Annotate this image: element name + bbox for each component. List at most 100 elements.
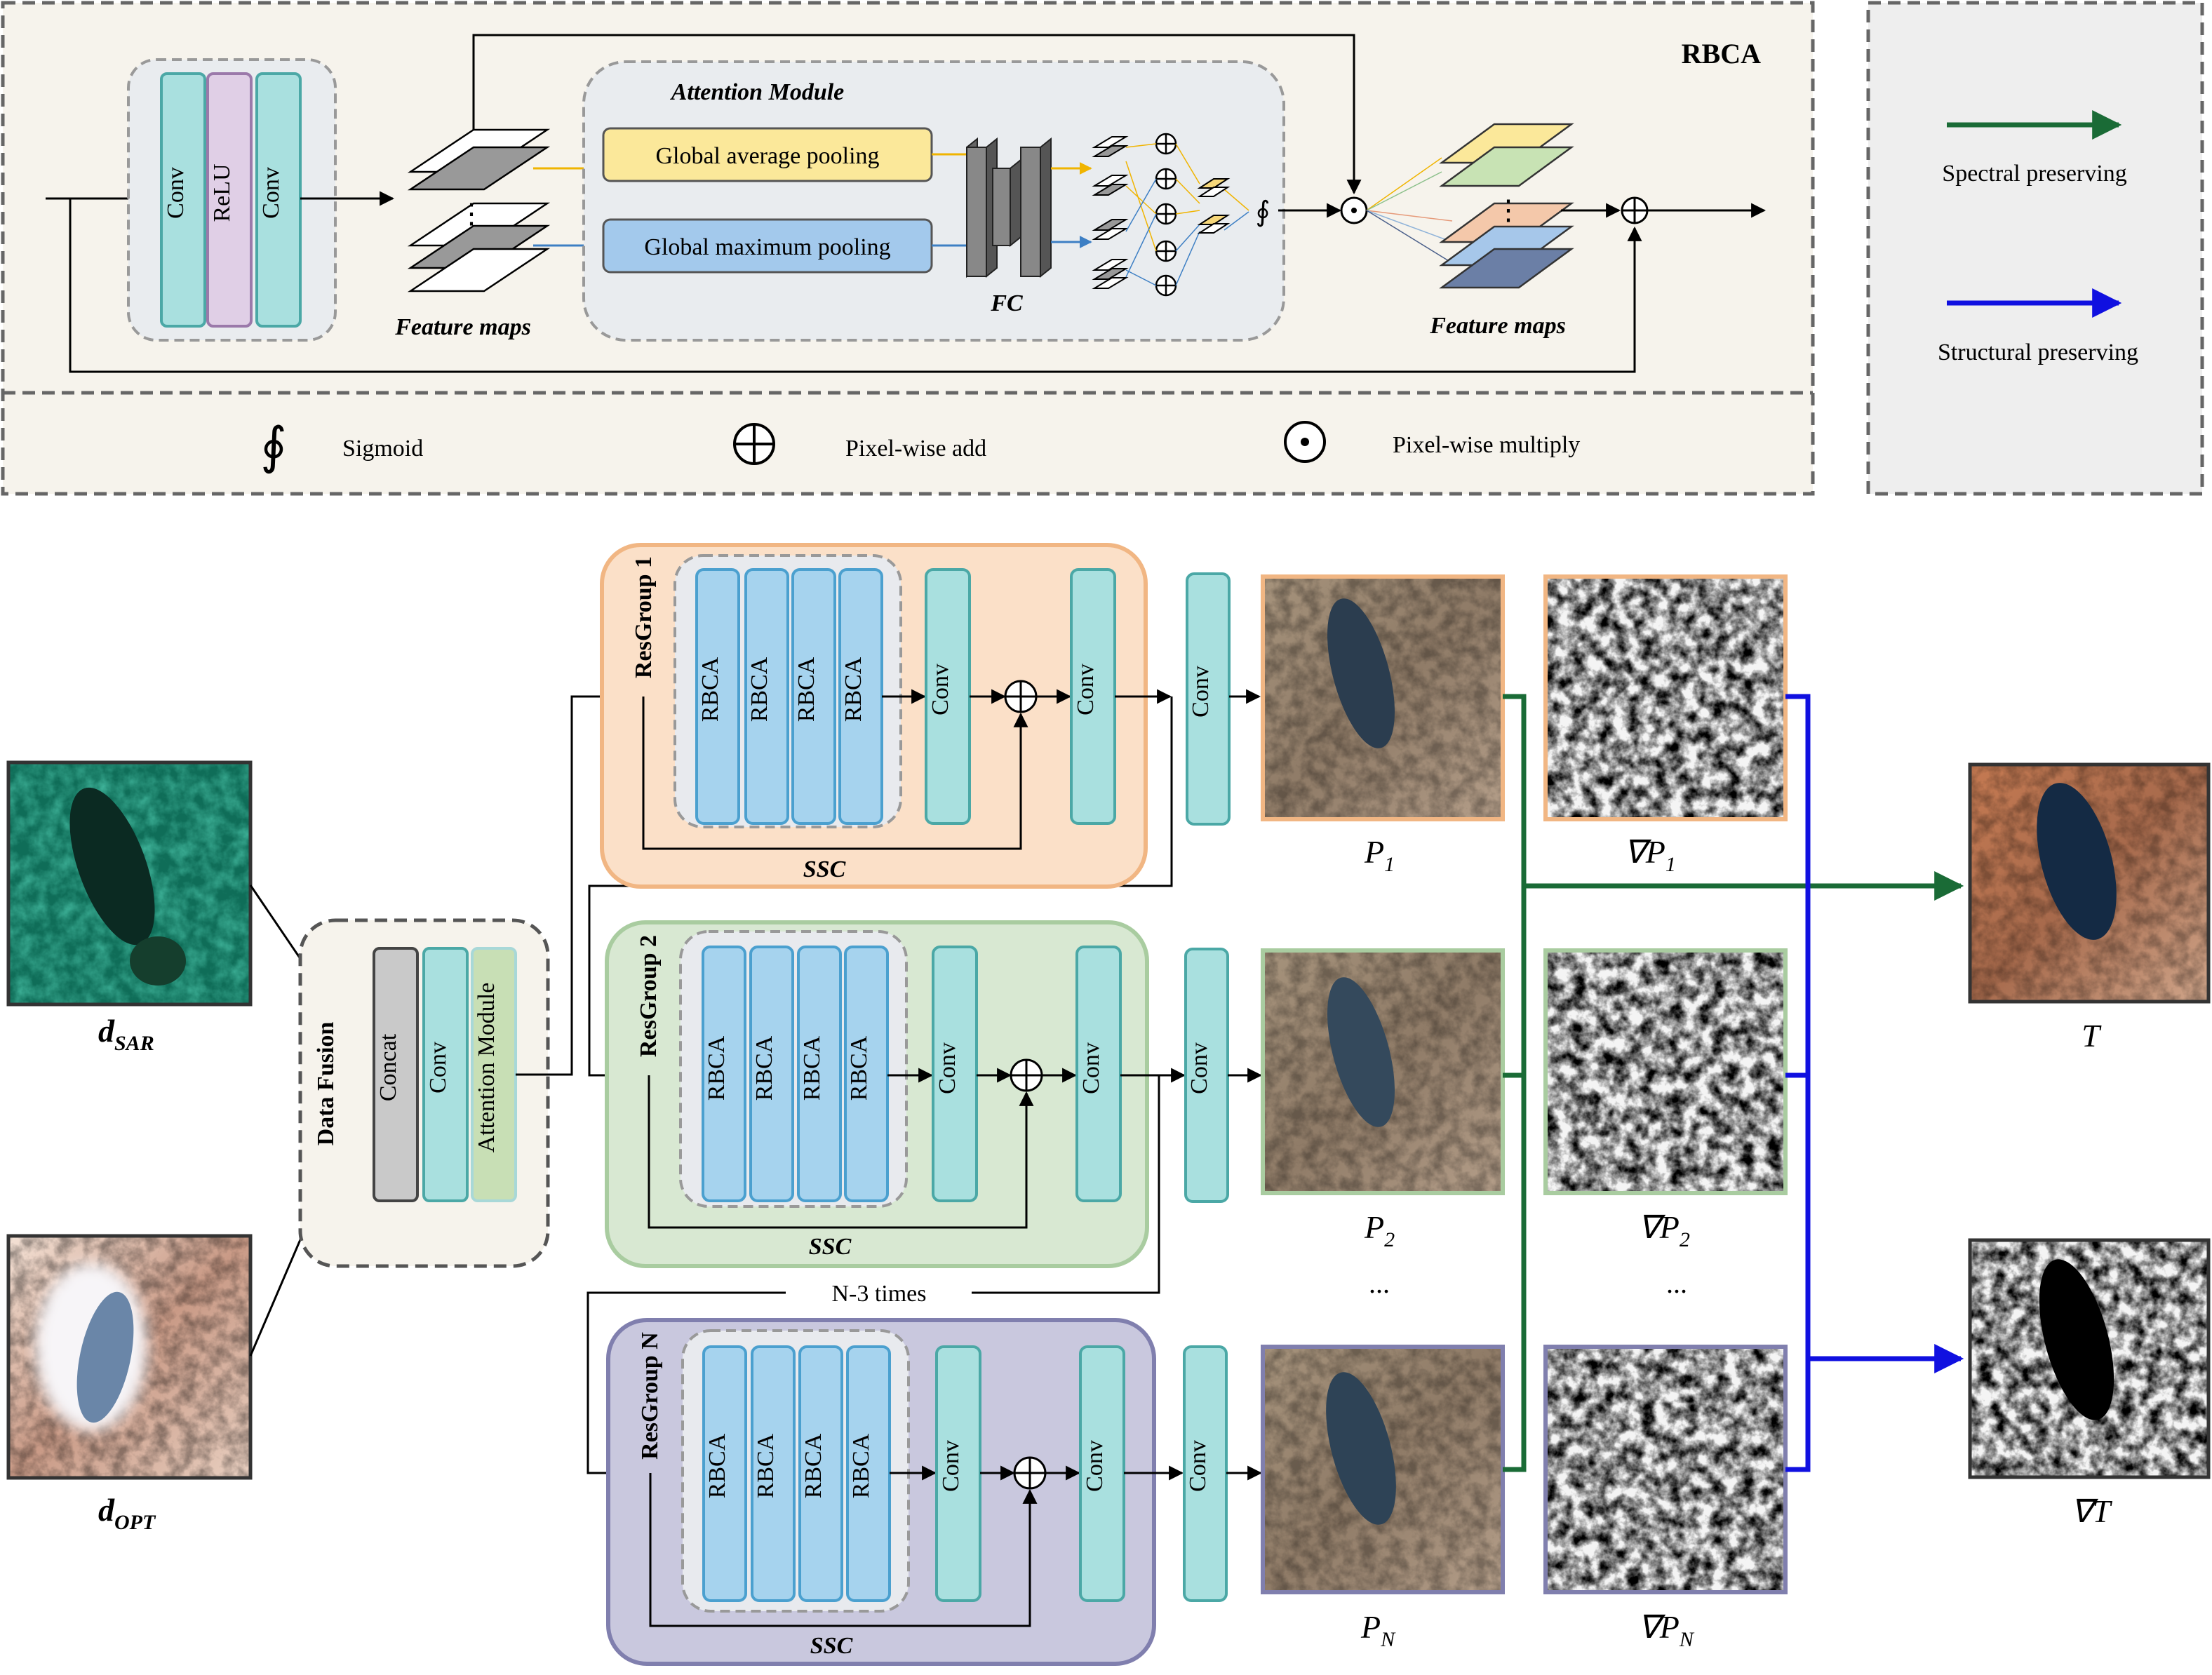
svg-text:RBCA: RBCA — [751, 1035, 777, 1101]
sar-input-image — [6, 760, 253, 1007]
p2-image — [1261, 948, 1505, 1195]
rbca-relu: ReLU — [206, 72, 253, 328]
structural-legend-label: Structural preserving — [1938, 339, 2138, 365]
rbca-title: RBCA — [1682, 38, 1761, 69]
resgroup-1-conv-a: Conv — [925, 568, 971, 825]
resgroup-n-ssc-path — [649, 1473, 1038, 1627]
grad-pn-label: ∇PN — [1638, 1609, 1695, 1651]
legend-add-label: Pixel-wise add — [845, 436, 986, 462]
svg-text:RBCA: RBCA — [840, 657, 866, 722]
resgroup-n-rbca-1: RBCA — [702, 1345, 747, 1602]
svg-text:RBCA: RBCA — [704, 1035, 730, 1101]
gmp-box: Global maximum pooling — [602, 218, 933, 274]
fusion-conv: Conv — [422, 947, 469, 1202]
svg-text:RBCA: RBCA — [753, 1433, 779, 1498]
attention-fan-lines — [1125, 143, 1249, 286]
p1-label: P1 — [1364, 834, 1395, 876]
grad-t-output-image — [1968, 1238, 2211, 1479]
feature-maps-out-label: Feature maps — [1429, 313, 1566, 339]
rbca-panel: RBCA Conv ReLU Conv ⋮ Feature maps — [1, 1, 1815, 496]
resgroup-1-ssc-path — [642, 697, 1028, 850]
svg-text:Conv: Conv — [1082, 1440, 1108, 1492]
group2-to-groupN-line-a — [972, 1075, 1160, 1294]
grad-p2-label: ∇P2 — [1638, 1209, 1690, 1251]
resgroup-2: ResGroup 2 RBCA RBCA RBCA RBCA Conv Conv… — [605, 920, 1149, 1268]
svg-text:RBCA: RBCA — [746, 657, 772, 722]
resgroup-2-ssc-label: SSC — [809, 1234, 852, 1260]
svg-text:Global maximum pooling: Global maximum pooling — [644, 234, 890, 260]
resgroup-2-add-node — [1010, 1058, 1043, 1092]
fusion-concat: Concat — [373, 947, 419, 1202]
svg-text:Conv: Conv — [934, 1042, 960, 1094]
rbca-bypass-line — [472, 34, 1362, 195]
pn-label: PN — [1360, 1609, 1396, 1651]
svg-text:Conv: Conv — [1078, 1042, 1104, 1094]
resgroup-n-conv-a: Conv — [935, 1345, 981, 1602]
repeat-label: N-3 times — [831, 1281, 926, 1307]
grad-p2-image — [1543, 948, 1788, 1195]
legend-multiply-label: Pixel-wise multiply — [1393, 432, 1580, 458]
legend-sigmoid-icon: ∮ — [260, 418, 287, 474]
sar-input-label: dSAR — [98, 1013, 154, 1055]
attention-tokens-b — [1197, 178, 1231, 234]
svg-text:Global average pooling: Global average pooling — [655, 143, 879, 169]
resgroup-1-rbca-1: RBCA — [695, 568, 740, 825]
attention-tokens-a — [1092, 136, 1129, 289]
feature-maps-out-dots: ⋮ — [1494, 194, 1522, 226]
opt-input-label: dOPT — [98, 1492, 156, 1534]
resgroup-n-ssc-label: SSC — [810, 1633, 853, 1659]
resgroup-n-rbca-4: RBCA — [846, 1345, 891, 1602]
resgroup-1-title: ResGroup 1 — [631, 556, 657, 678]
resgroup-n: ResGroup N RBCA RBCA RBCA RBCA Conv Conv… — [606, 1318, 1156, 1666]
resgroup-1-conv-b: Conv — [1070, 568, 1116, 825]
svg-text:Conv: Conv — [1185, 1440, 1211, 1492]
t-output-label: T — [2082, 1018, 2102, 1054]
pn-image — [1261, 1345, 1505, 1594]
structural-paths — [1785, 694, 1964, 1472]
svg-text:Conv: Conv — [1188, 666, 1214, 718]
grad-t-output-label: ∇T — [2071, 1493, 2113, 1529]
resgroup-n-add-node — [1013, 1456, 1047, 1490]
svg-text:RBCA: RBCA — [848, 1433, 874, 1498]
rbca-add-node — [1621, 196, 1649, 224]
resgroup-n-rbca-2: RBCA — [751, 1345, 796, 1602]
rbca-residual-path — [69, 199, 1642, 373]
resgroup-2-rbca-1: RBCA — [702, 946, 746, 1202]
legend-add-icon — [733, 423, 775, 465]
resgroup-1-ssc-label: SSC — [803, 856, 846, 882]
multiply-fan-lines — [1366, 157, 1453, 264]
legend-multiply-icon — [1284, 421, 1326, 463]
svg-text:Conv: Conv — [938, 1440, 964, 1492]
resgroup-2-rbca-4: RBCA — [844, 946, 889, 1202]
svg-text:Conv: Conv — [1186, 1042, 1212, 1094]
fc-label: FC — [990, 290, 1023, 316]
svg-text:RBCA: RBCA — [704, 1433, 730, 1498]
opt-input-image — [6, 1234, 253, 1480]
svg-text:Concat: Concat — [375, 1033, 401, 1101]
legend-sigmoid-label: Sigmoid — [342, 436, 423, 462]
arrow-legend-panel: Spectral preserving Structural preservin… — [1866, 1, 2204, 496]
resgroup-n-title: ResGroup N — [637, 1332, 663, 1460]
p-ellipsis: ... — [1369, 1267, 1390, 1299]
grad-p1-label: ∇P1 — [1624, 834, 1676, 876]
group-2-out-conv: Conv — [1184, 948, 1229, 1203]
grad-ellipsis: ... — [1666, 1267, 1687, 1299]
grad-pn-image — [1543, 1345, 1788, 1594]
arrow-legend-frame — [1866, 1, 2204, 496]
resgroup-2-conv-b: Conv — [1075, 946, 1122, 1202]
spectral-paths — [1503, 694, 1964, 1472]
svg-text:Conv: Conv — [425, 1042, 451, 1094]
resgroup-n-rbca-3: RBCA — [798, 1345, 843, 1602]
svg-text:Conv: Conv — [927, 664, 953, 715]
rbca-conv1: Conv — [160, 72, 206, 328]
svg-text:Attention Module: Attention Module — [474, 983, 500, 1153]
spectral-legend-label: Spectral preserving — [1942, 161, 2126, 187]
grad-p1-image — [1543, 574, 1788, 821]
feature-maps-out-stack — [1439, 123, 1574, 289]
resgroup-1-rbca-2: RBCA — [744, 568, 789, 825]
svg-text:RBCA: RBCA — [846, 1035, 872, 1101]
group-n-out-conv: Conv — [1183, 1345, 1228, 1602]
feature-maps-in-label: Feature maps — [394, 314, 531, 340]
svg-text:Conv: Conv — [1073, 664, 1099, 715]
